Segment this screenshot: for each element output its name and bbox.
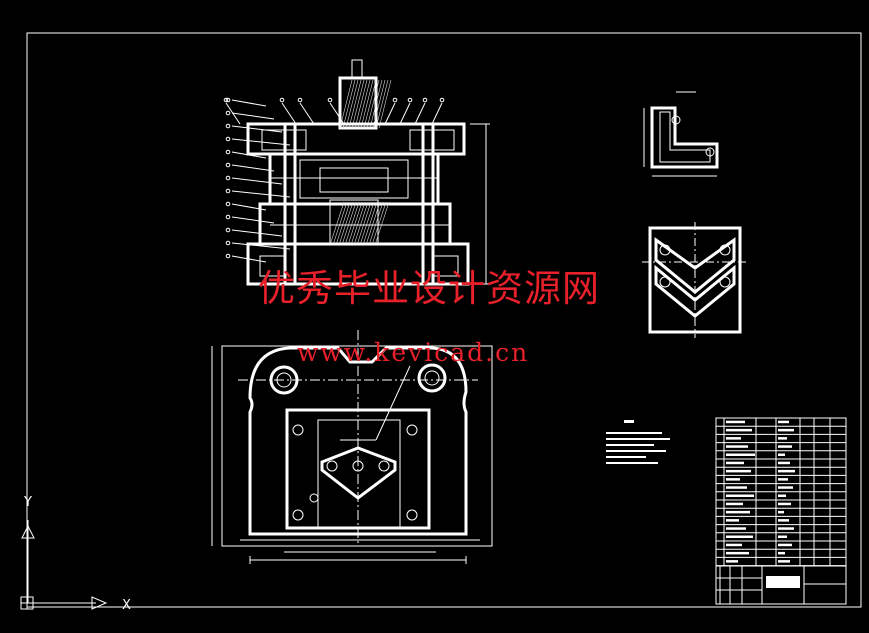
parts-list-table <box>715 417 847 605</box>
section-view-main <box>223 59 490 286</box>
plan-view-die <box>211 330 493 564</box>
watermark-url: www.kevicad.cn <box>297 338 530 367</box>
ucs-icon: Y X <box>20 495 131 613</box>
sheet-border <box>26 32 862 608</box>
ucs-x-label: X <box>122 598 131 613</box>
watermark-title: 优秀毕业设计资源网 <box>258 267 600 310</box>
technical-notes <box>606 420 670 464</box>
part-detail <box>643 91 719 177</box>
ucs-y-label: Y <box>23 495 32 510</box>
part-view-v-shape <box>642 222 748 338</box>
